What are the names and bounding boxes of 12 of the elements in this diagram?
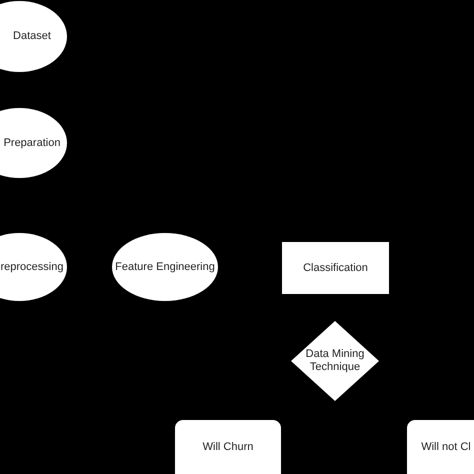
process-ellipse: [112, 233, 218, 301]
decision-diamond: [291, 321, 379, 401]
node-label: Feature Engineering: [114, 260, 216, 274]
process-box: [282, 242, 389, 294]
node-label: Classification: [302, 262, 369, 274]
outcome-box: [175, 420, 281, 474]
node-label: Will Churn: [202, 440, 254, 454]
node-label: reprocessing: [0, 260, 64, 274]
node-label: Will not Cl: [420, 440, 472, 454]
node-label: Preparation: [2, 136, 62, 150]
node-label: Dataset: [12, 30, 52, 43]
node-label: Data Mining Technique: [304, 348, 366, 374]
